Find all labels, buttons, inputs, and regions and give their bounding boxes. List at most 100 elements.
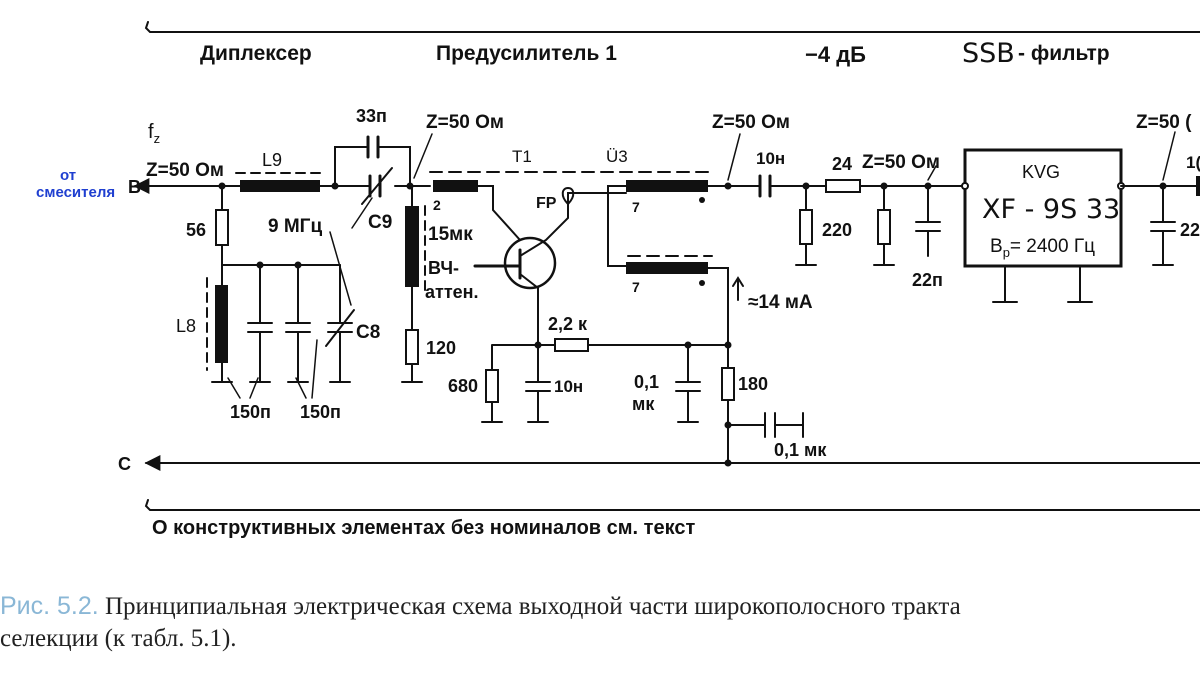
kvg-filter-block xyxy=(963,148,1123,268)
label-preamp: Предусилитель 1 xyxy=(436,42,617,65)
label-56: 56 xyxy=(186,220,206,240)
c8-capacitor xyxy=(327,264,353,383)
label-attenuation: −4 дБ xyxy=(805,42,866,67)
u3-primary-winding xyxy=(433,180,478,192)
shunt-r-wires xyxy=(873,185,895,266)
label-15mk: 15мк xyxy=(428,224,473,245)
figure-label: Рис. 5.2. xyxy=(0,592,99,620)
l9-inductor xyxy=(240,180,320,192)
label-z50-out: Z=50 Ом xyxy=(712,112,790,133)
right-capacitor xyxy=(1150,185,1176,266)
label-c8: C8 xyxy=(356,322,380,343)
u3-secondary-winding-2 xyxy=(626,262,708,274)
supply-wire xyxy=(707,267,729,464)
label-tap-7a: 7 xyxy=(632,199,640,215)
caption-text-1: Принципиальная электрическая схема выход… xyxy=(98,593,961,620)
bottom-divider xyxy=(144,499,1200,511)
label-tap-2: 2 xyxy=(433,197,441,213)
label-10n-b: 10н xyxy=(756,149,785,168)
c01mk-capacitor xyxy=(727,412,804,438)
label-10n-a: 10н xyxy=(554,377,583,396)
c9-leader xyxy=(351,197,373,229)
label-xf9s33: XF - 9S 33 xyxy=(982,194,1120,225)
c150b-capacitor xyxy=(285,264,311,383)
c22p-capacitor xyxy=(915,185,941,257)
label-z50-right: Z=50 ( xyxy=(1136,112,1192,133)
c150-leaders xyxy=(227,339,318,399)
label-c9: C9 xyxy=(368,212,392,233)
label-from: от xyxy=(60,167,76,184)
c9-capacitor xyxy=(368,174,382,198)
r22k-resistor xyxy=(554,338,589,352)
label-10-right: 1( xyxy=(1186,153,1200,172)
c9-trim-arrow xyxy=(361,167,393,205)
u3-winding-wires xyxy=(589,185,761,267)
label-current: ≈14 мА xyxy=(748,292,813,313)
c8-leader xyxy=(329,231,352,306)
u3-primary-wire xyxy=(477,185,521,241)
t1-collector xyxy=(519,192,591,257)
c10n-coupling-capacitor xyxy=(758,174,772,198)
c150a-capacitor xyxy=(247,264,273,383)
label-t1: T1 xyxy=(512,147,532,166)
label-680: 680 xyxy=(448,376,478,396)
t1-transistor xyxy=(503,236,557,290)
z50-leader xyxy=(413,133,433,179)
label-33p: 33п xyxy=(356,106,387,126)
label-220: 220 xyxy=(822,220,852,240)
c01-capacitor xyxy=(675,381,701,423)
label-01-b: мк xyxy=(632,394,655,414)
label-24: 24 xyxy=(832,154,852,174)
label-fp: FP xyxy=(536,195,557,212)
label-kvg: KVG xyxy=(1022,162,1060,182)
l15-choke xyxy=(405,206,419,287)
shunt-resistor xyxy=(877,209,891,245)
t1-emitter xyxy=(519,273,539,346)
u3-secondary-winding-1 xyxy=(626,180,708,192)
label-z50-preamp: Z=50 Ом xyxy=(426,112,504,133)
label-150p-a: 150п xyxy=(230,402,271,422)
label-hf-att-2: аттен. xyxy=(425,282,479,302)
right-component xyxy=(1196,176,1200,196)
r220-resistor xyxy=(799,209,813,245)
label-bandwidth: Bp= 2400 Гц xyxy=(990,236,1095,260)
label-z50-filter: Z=50 Ом xyxy=(862,152,940,173)
z50-out-leader xyxy=(727,133,741,181)
label-ssb: SSB xyxy=(962,38,1015,69)
r120-resistor xyxy=(405,329,419,365)
label-port-b: B xyxy=(128,177,141,197)
label-01mk: 0,1 мк xyxy=(774,440,827,460)
c33-loop xyxy=(334,146,411,187)
u3-dot-1 xyxy=(699,197,705,203)
label-22k: 2,2 к xyxy=(548,314,588,334)
c10n-emitter-capacitor xyxy=(525,381,551,423)
top-divider xyxy=(144,21,1200,33)
current-arrow xyxy=(732,276,744,301)
label-180: 180 xyxy=(738,374,768,394)
c8-trim-arrow xyxy=(325,309,355,347)
u3-dot-2 xyxy=(699,280,705,286)
label-diplexer: Диплексер xyxy=(200,42,312,65)
r680-resistor xyxy=(485,369,499,403)
label-tap-7b: 7 xyxy=(632,279,640,295)
label-22-right: 22 xyxy=(1180,220,1200,240)
caption-line-2: селекции (к табл. 5.1). xyxy=(0,625,237,652)
filter-input-node xyxy=(961,182,969,190)
r24-resistor xyxy=(825,179,861,193)
label-z50-input: Z=50 Ом xyxy=(146,160,224,181)
bias-wires xyxy=(491,344,729,423)
r180-resistor xyxy=(721,367,735,401)
label-9mhz: 9 МГц xyxy=(268,216,322,237)
label-hf-att-1: ВЧ- xyxy=(428,258,459,278)
label-22p: 22п xyxy=(912,270,943,290)
label-u3: Ü3 xyxy=(606,147,628,166)
r220-wires xyxy=(795,185,817,266)
filter-ground-pins xyxy=(992,265,1093,303)
label-filter: - фильтр xyxy=(1018,42,1110,65)
r56-resistor xyxy=(215,209,229,246)
fp-ferrite-bead xyxy=(561,186,575,206)
c33-plates xyxy=(366,135,380,159)
label-120: 120 xyxy=(426,338,456,358)
footnote: О конструктивных элементах без номиналов… xyxy=(152,517,695,539)
